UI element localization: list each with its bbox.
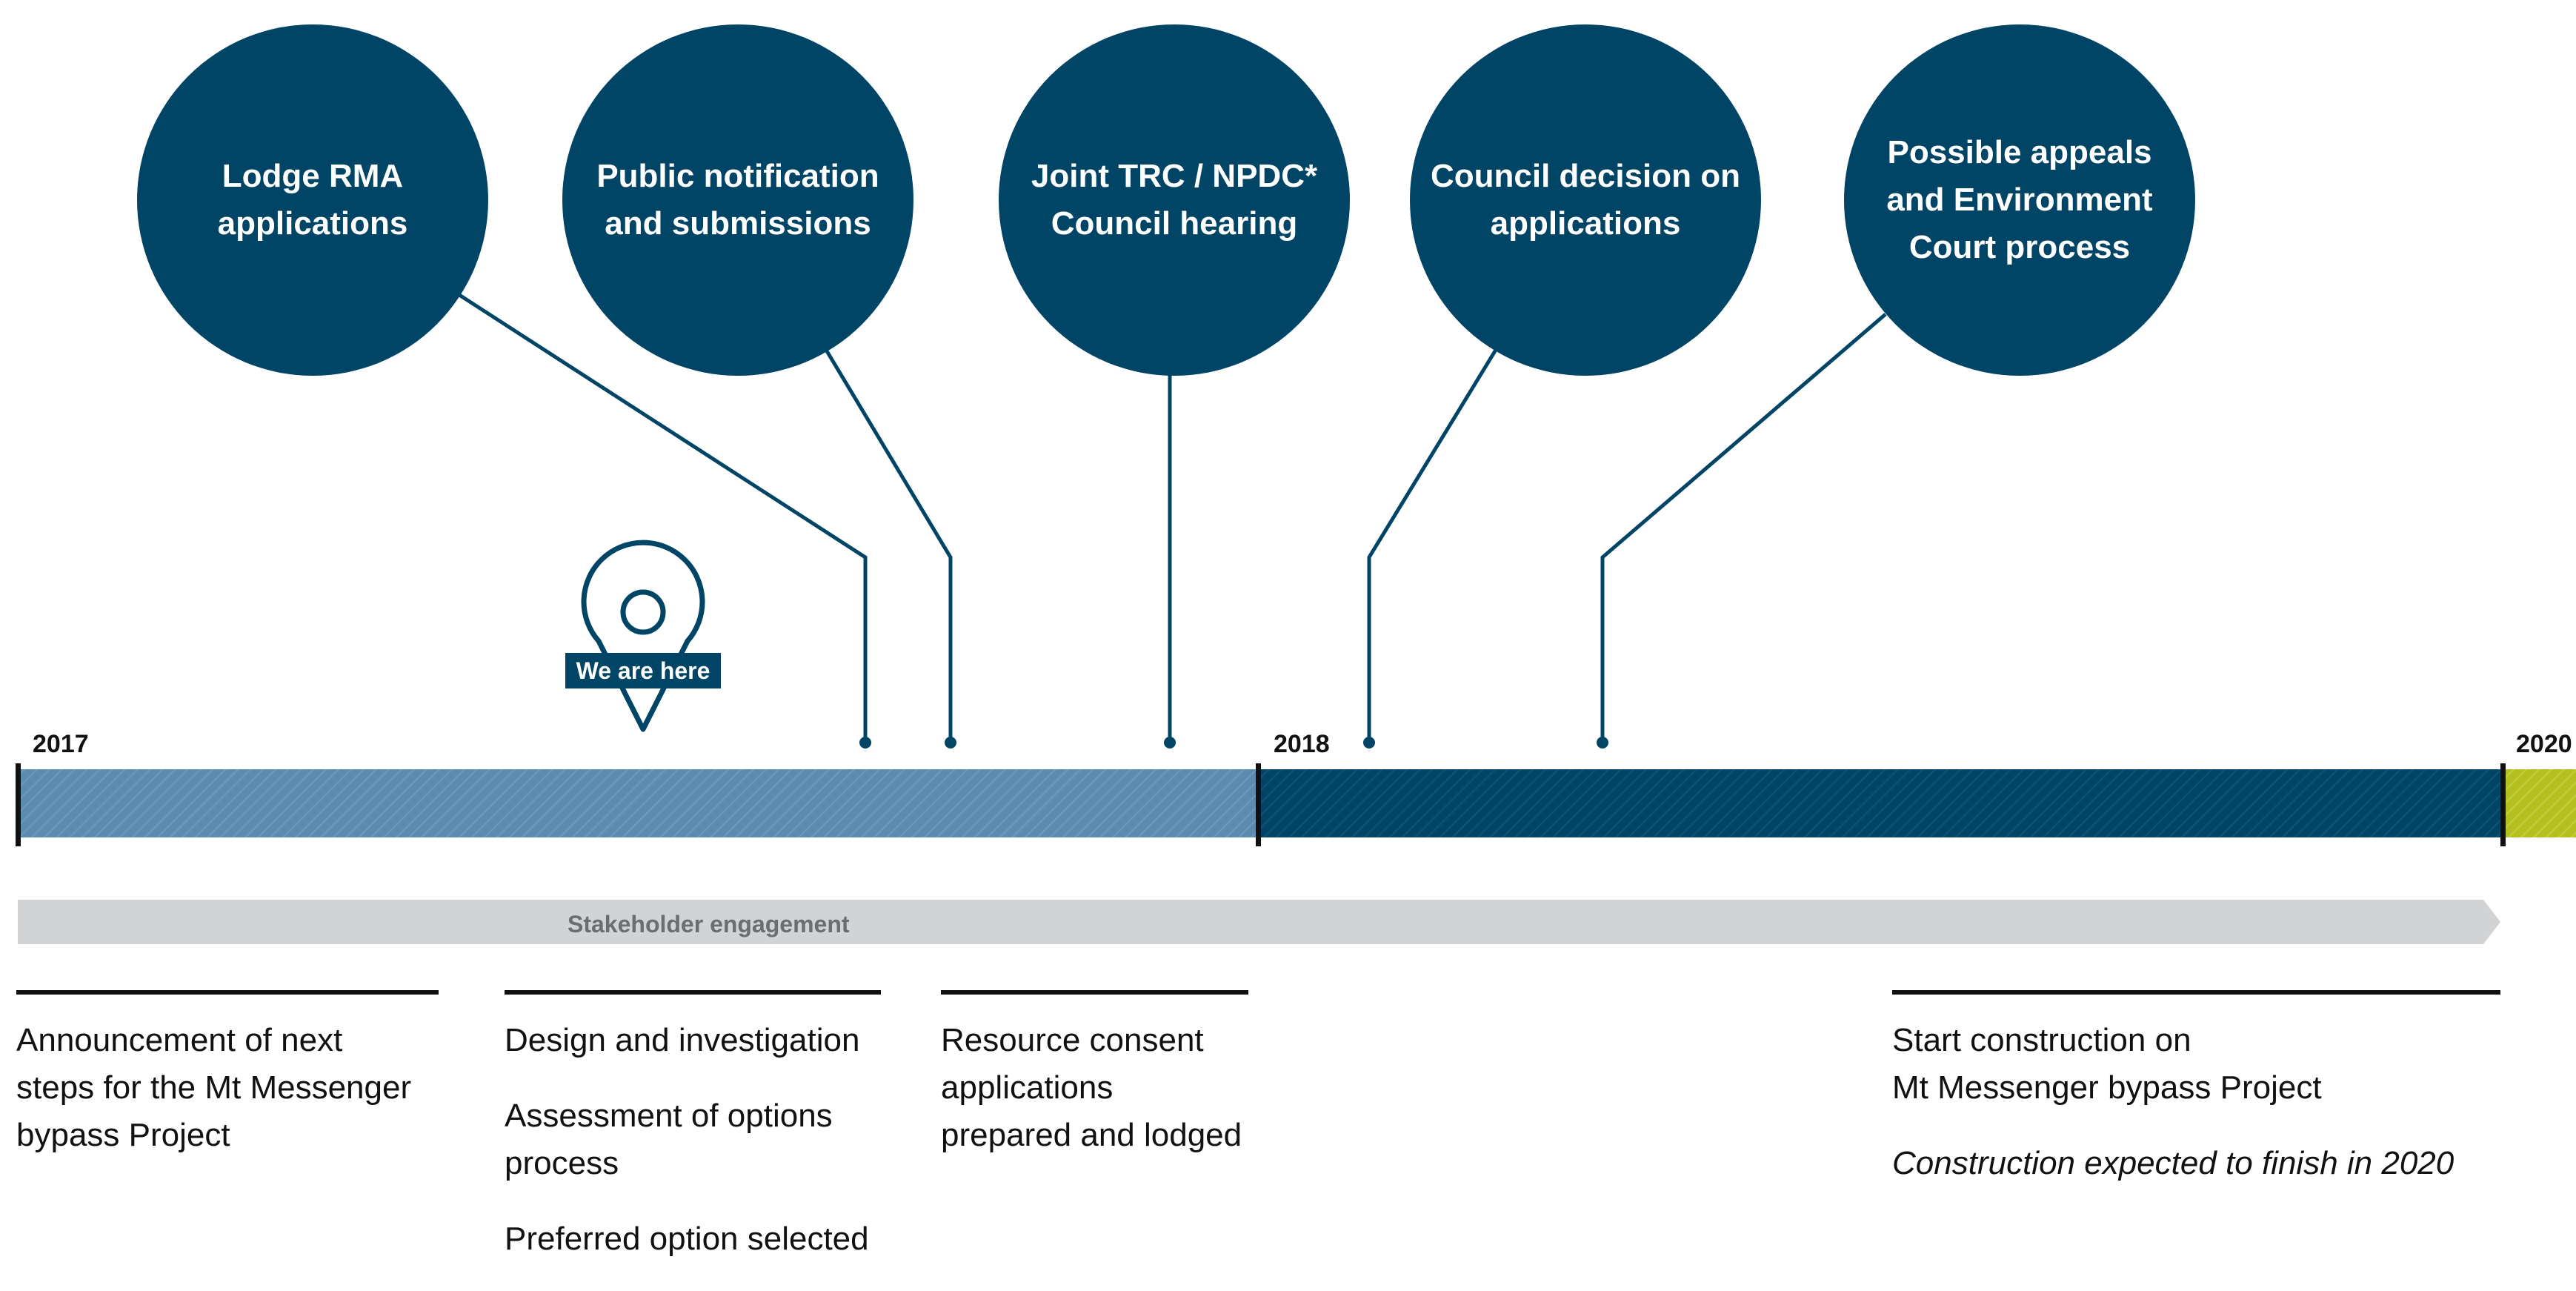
- stakeholder-engagement-band: [18, 900, 2500, 944]
- year-label-2017: 2017: [33, 730, 89, 758]
- description-text: Preferred option selected: [505, 1221, 869, 1257]
- description-divider: [941, 990, 1248, 995]
- connector-council-decision: [1367, 348, 1498, 743]
- milestone-council-decision-label: Council decision on applications: [1430, 158, 1741, 242]
- year-label-2020: 2020: [2516, 730, 2572, 758]
- connector-lodge-rma: [458, 293, 868, 743]
- description-divider: [1892, 990, 2500, 995]
- map-pin-icon: [581, 540, 705, 732]
- milestone-council-decision: Council decision on applications: [1410, 24, 1761, 376]
- timeline-dot-appeals: [1597, 737, 1608, 749]
- timeline-segment-2020: [2503, 769, 2576, 837]
- description-design: Design and investigation Assessment of o…: [505, 990, 881, 1291]
- milestone-public-notification: Public notification and submissions: [562, 24, 913, 376]
- description-note: Construction expected to finish in 2020: [1892, 1145, 2454, 1181]
- description-text: Design and investigation: [505, 1022, 860, 1058]
- milestone-appeals-label: Possible appeals and Environment Court p…: [1886, 134, 2153, 265]
- timeline-dot-council-hearing: [1164, 737, 1176, 749]
- description-divider: [505, 990, 881, 995]
- stakeholder-engagement-label: Stakeholder engagement: [568, 911, 850, 937]
- description-announcement: Announcement of next steps for the Mt Me…: [16, 990, 439, 1187]
- timeline-dot-public-notification: [945, 737, 956, 749]
- milestone-council-hearing: Joint TRC / NPDC* Council hearing: [999, 24, 1350, 376]
- year-tick-2018: [1256, 763, 1261, 846]
- milestone-lodge-rma: Lodge RMA applications: [137, 24, 488, 376]
- description-text: Announcement of next steps for the Mt Me…: [16, 1022, 412, 1153]
- description-construction: Start construction on Mt Messenger bypas…: [1892, 990, 2500, 1215]
- year-tick-2017: [16, 763, 21, 846]
- timeline-graphic: [16, 293, 2576, 944]
- milestone-public-notification-label: Public notification and submissions: [596, 158, 879, 242]
- timeline-dot-council-decision: [1363, 737, 1375, 749]
- we-are-here-label: We are here: [565, 653, 721, 688]
- description-text: Resource consent applications prepared a…: [941, 1022, 1242, 1153]
- year-tick-2020: [2500, 763, 2506, 846]
- connector-public-notification: [824, 348, 953, 743]
- milestone-appeals: Possible appeals and Environment Court p…: [1844, 24, 2195, 376]
- timeline-dot-lodge-rma: [859, 737, 871, 749]
- milestone-council-hearing-label: Joint TRC / NPDC* Council hearing: [1031, 158, 1318, 242]
- description-text: Assessment of options process: [505, 1098, 833, 1181]
- timeline-segment-2018: [1258, 769, 2503, 837]
- connector-appeals: [1600, 313, 1887, 743]
- description-divider: [16, 990, 439, 995]
- year-label-2018: 2018: [1274, 730, 1330, 758]
- timeline-segment-2017: [18, 769, 1258, 837]
- description-text: Start construction on Mt Messenger bypas…: [1892, 1022, 2322, 1106]
- milestone-lodge-rma-label: Lodge RMA applications: [217, 158, 408, 242]
- description-consent: Resource consent applications prepared a…: [941, 990, 1248, 1187]
